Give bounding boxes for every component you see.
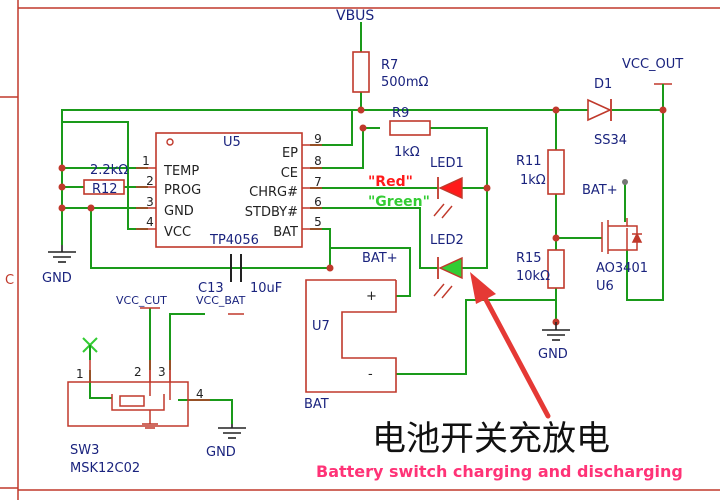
sw3-pin4-num: 4: [196, 387, 204, 401]
battery-u7: [305, 279, 397, 393]
annotation-arrow: [470, 272, 551, 419]
r7-ref: R7: [381, 58, 398, 73]
u5-pin4-name: VCC: [164, 225, 191, 240]
gnd-label-left: GND: [42, 271, 72, 286]
sw3-pin1-num: 1: [76, 367, 84, 381]
gnd-label-right: GND: [538, 347, 568, 362]
net-vcc-cut-label: VCC_CUT: [116, 294, 167, 307]
sw3-pin3-num: 3: [158, 365, 166, 379]
u5-pin9-num: 9: [314, 132, 322, 146]
r15-value: 10kΩ: [516, 269, 550, 284]
u5-pin1-name: TEMP: [163, 164, 199, 179]
led2-color-label: "Green": [368, 194, 430, 210]
diode-d1: [587, 98, 612, 122]
r11-value: 1kΩ: [520, 173, 546, 188]
u5-pin6-num: 6: [314, 195, 322, 209]
mosfet-u6: [601, 218, 643, 254]
r12-value: 2.2kΩ: [90, 163, 128, 178]
sw3-part: MSK12C02: [70, 461, 140, 476]
resistor-r11: [547, 149, 565, 195]
u7-ref: U7: [312, 319, 330, 334]
r15-ref: R15: [516, 251, 542, 266]
led1-color-label: "Red": [368, 174, 413, 190]
u5-pin3-num: 3: [146, 195, 154, 209]
sw3-pin-stubs: [89, 360, 210, 401]
u5-pin1-num: 1: [142, 154, 150, 168]
u5-pin7-name: CHRG#: [249, 185, 298, 200]
u5-pin2-num: 2: [146, 174, 154, 188]
led2-ref: LED2: [430, 233, 464, 248]
u5-pin7-num: 7: [314, 175, 322, 189]
net-bat-plus-label-top: BAT+: [362, 251, 398, 266]
ic-u5: [136, 132, 322, 248]
r12-ref: R12: [92, 182, 118, 197]
d1-ref: D1: [594, 77, 612, 92]
resistor-r12: [83, 179, 125, 195]
sw3-ref: SW3: [70, 443, 99, 458]
bat-plus-test-point: [622, 179, 628, 185]
gnd-label-switch: GND: [206, 445, 236, 460]
u6-part: AO3401: [596, 261, 648, 276]
c13-ref: C13: [198, 281, 224, 296]
led1-ref: LED1: [430, 156, 464, 171]
u5-pin9-name: EP: [282, 146, 298, 161]
caption-chinese: 电池开关充放电: [372, 419, 610, 459]
u6-ref: U6: [596, 279, 614, 294]
u5-pin2-name: PROG: [164, 183, 201, 198]
u5-part: TP4056: [209, 233, 259, 248]
resistor-r15: [547, 249, 565, 289]
net-bat-plus-label-right: BAT+: [582, 183, 618, 198]
gnd-symbol-right: [542, 322, 570, 341]
switch-sw3: [67, 370, 189, 429]
resistor-r7: [352, 51, 370, 93]
u5-pin3-name: GND: [164, 204, 194, 219]
r7-value: 500mΩ: [381, 75, 428, 90]
u5-pin8-num: 8: [314, 154, 322, 168]
u7-minus: -: [368, 367, 373, 382]
net-vbus-label: VBUS: [336, 8, 374, 24]
frame-zone-label: C: [5, 273, 14, 288]
caption-english: Battery switch charging and discharging: [316, 462, 683, 481]
gnd-symbol-left: [48, 245, 76, 263]
led1-symbol: [433, 176, 463, 219]
junctions: [58, 106, 667, 326]
gnd-symbol-switch: [218, 424, 246, 439]
net-vcc-out-label: VCC_OUT: [622, 57, 683, 72]
u5-pin5-num: 5: [314, 215, 322, 229]
capacitor-c13: [230, 254, 242, 282]
r9-value: 1kΩ: [394, 145, 420, 160]
u7-plus: +: [366, 289, 377, 304]
d1-part: SS34: [594, 133, 627, 148]
u5-pin8-name: CE: [281, 166, 298, 181]
net-vcc-bat-label: VCC_BAT: [196, 294, 246, 307]
led2-symbol: [433, 256, 463, 299]
u7-footprint: BAT: [304, 397, 329, 412]
u5-ref: U5: [223, 135, 241, 150]
u5-pin4-num: 4: [146, 215, 154, 229]
u5-pin5-name: BAT: [273, 225, 298, 240]
r9-ref: R9: [392, 106, 409, 121]
u5-pin6-name: STDBY#: [245, 205, 298, 220]
c13-value: 10uF: [250, 281, 282, 296]
wires: [61, 22, 664, 424]
sw3-pin2-num: 2: [134, 365, 142, 379]
resistor-r9: [389, 120, 431, 136]
r11-ref: R11: [516, 154, 542, 169]
